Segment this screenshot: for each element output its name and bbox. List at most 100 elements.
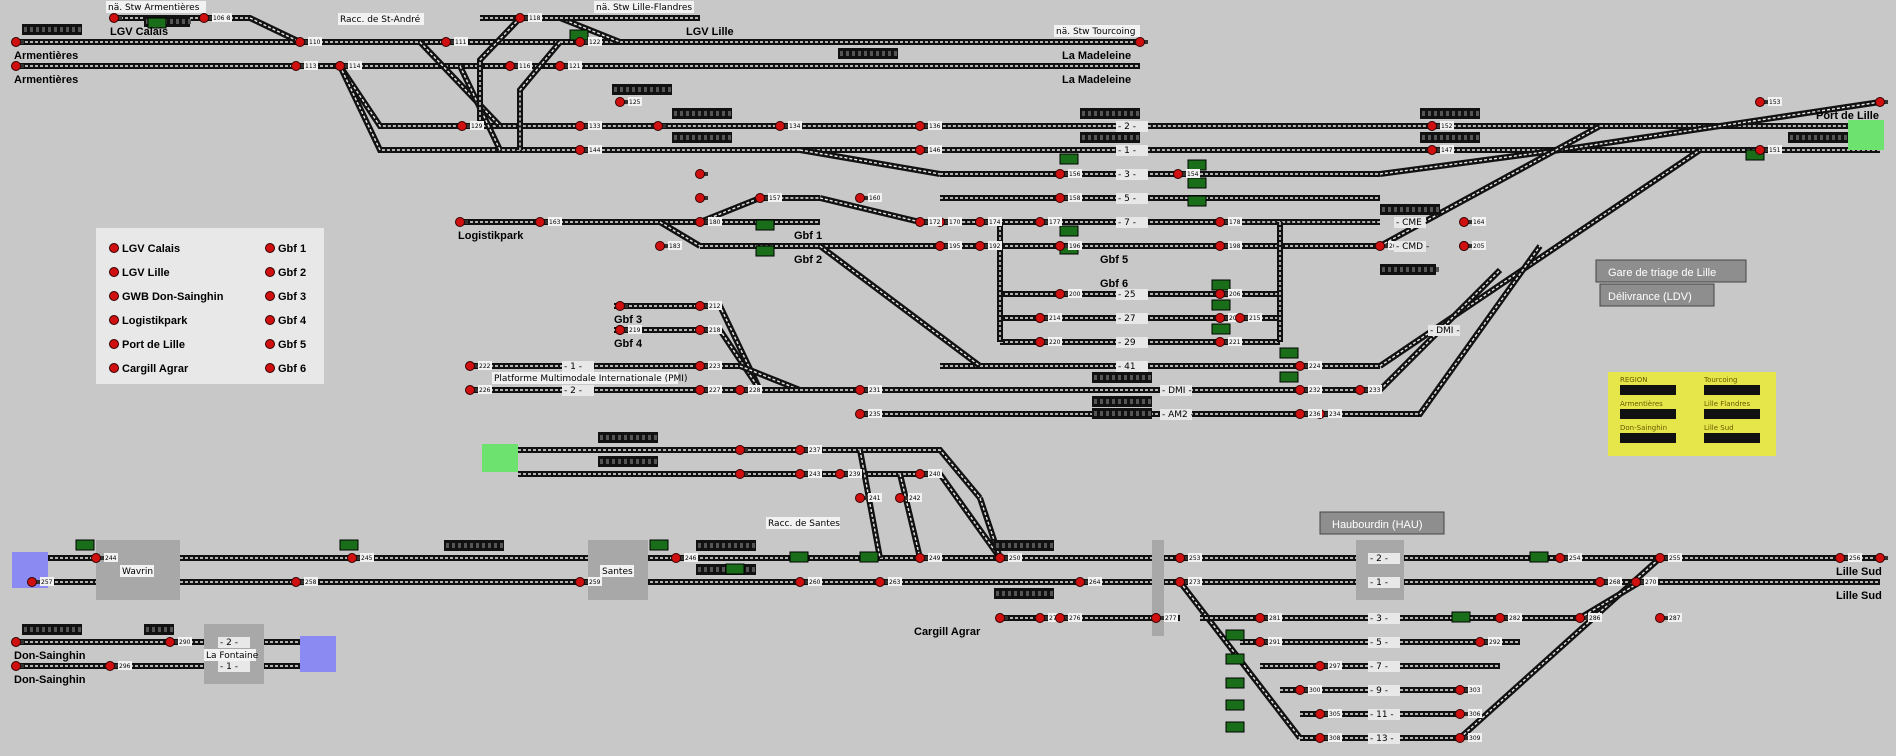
signal[interactable]: 290 [165, 637, 193, 647]
signal[interactable]: 222 [465, 361, 493, 371]
signal[interactable] [695, 193, 709, 203]
signal[interactable]: 200 [1055, 289, 1083, 299]
signal[interactable]: 306 [1455, 709, 1483, 719]
signal[interactable]: 192 [975, 241, 1003, 251]
block-indicator[interactable] [1080, 108, 1140, 119]
signal[interactable]: 122 [575, 37, 603, 47]
shunt-signal-icon[interactable] [1225, 653, 1245, 665]
shunt-signal-icon[interactable] [755, 245, 775, 257]
block-indicator[interactable] [1092, 396, 1152, 407]
gare-triage-panel[interactable]: Gare de triage de Lille [1595, 259, 1747, 283]
delivrance-box[interactable] [1599, 283, 1715, 307]
haubourdin-box[interactable] [1319, 511, 1445, 535]
signal[interactable]: 133 [575, 121, 603, 131]
signal[interactable]: 183 [655, 241, 683, 251]
signal[interactable]: 241 [855, 493, 883, 503]
signal[interactable]: 270 [1631, 577, 1659, 587]
signal[interactable]: 180 [695, 217, 723, 227]
block-indicator[interactable] [1092, 372, 1152, 383]
signal[interactable]: 300 [1295, 685, 1323, 695]
signal[interactable]: 116 [505, 61, 533, 71]
signal[interactable]: 224 [1295, 361, 1323, 371]
entry-box-la-fontaine[interactable] [300, 636, 336, 672]
shunt-signal-icon[interactable] [1225, 721, 1245, 733]
signal[interactable] [735, 445, 749, 455]
signal[interactable]: 303 [1455, 685, 1483, 695]
block-indicator[interactable] [1420, 108, 1480, 119]
signal[interactable]: 154 [1173, 169, 1201, 179]
signal[interactable]: 250 [995, 553, 1023, 563]
signal[interactable]: 244 [91, 553, 119, 563]
block-indicator[interactable] [612, 84, 672, 95]
signal[interactable]: 209 [1215, 313, 1243, 323]
shunt-signal-icon[interactable] [859, 551, 879, 563]
signal[interactable]: 110 [295, 37, 323, 47]
signal[interactable]: 275 [1035, 613, 1063, 623]
signal[interactable]: 111 [441, 37, 469, 47]
signal[interactable]: 277 [1151, 613, 1179, 623]
signal[interactable]: 106 [199, 13, 227, 23]
signal[interactable]: 113 [291, 61, 319, 71]
signal[interactable]: 249 [915, 553, 943, 563]
signal[interactable]: 242 [895, 493, 923, 503]
signal[interactable]: 297 [1315, 661, 1343, 671]
shunt-signal-icon[interactable] [1279, 347, 1299, 359]
block-indicator[interactable] [838, 48, 898, 59]
block-indicator[interactable] [994, 588, 1054, 599]
shunt-signal-icon[interactable] [755, 219, 775, 231]
signal[interactable]: 228 [735, 385, 763, 395]
signal[interactable]: 255 [1655, 553, 1683, 563]
signal[interactable]: 158 [1055, 193, 1083, 203]
shunt-signal-icon[interactable] [1059, 225, 1079, 237]
signal[interactable]: 125 [615, 97, 643, 107]
signal[interactable]: 243 [795, 469, 823, 479]
region-block-indicator[interactable] [1620, 385, 1676, 395]
track-logistikpark[interactable] [460, 195, 820, 225]
signal[interactable]: 240 [915, 469, 943, 479]
signal[interactable] [455, 217, 469, 227]
signal[interactable]: 239 [835, 469, 863, 479]
signal[interactable]: 218 [695, 325, 723, 335]
signal[interactable]: 231 [855, 385, 883, 395]
signal[interactable]: 263 [875, 577, 903, 587]
region-block-indicator[interactable] [1704, 433, 1760, 443]
track-link-d[interactable] [517, 40, 563, 150]
region-block-indicator[interactable] [1620, 409, 1676, 419]
signal[interactable]: 157 [755, 193, 783, 203]
shunt-signal-icon[interactable] [1211, 279, 1231, 291]
block-indicator[interactable] [696, 540, 756, 551]
signal[interactable] [1135, 37, 1149, 47]
signal[interactable]: 206 [1215, 289, 1243, 299]
block-indicator[interactable] [1420, 132, 1480, 143]
signal[interactable]: 220 [1035, 337, 1063, 347]
signal[interactable]: 236 [1295, 409, 1323, 419]
signal[interactable]: 227 [695, 385, 723, 395]
signal[interactable]: 144 [575, 145, 603, 155]
signal[interactable] [615, 301, 629, 311]
signal[interactable]: 153 [1755, 97, 1783, 107]
shunt-signal-icon[interactable] [1059, 153, 1079, 165]
shunt-signal-icon[interactable] [339, 539, 359, 551]
gare-triage-box[interactable] [1595, 259, 1747, 283]
block-indicator[interactable] [994, 540, 1054, 551]
signal[interactable] [615, 325, 629, 335]
signal[interactable]: 147 [1427, 145, 1455, 155]
signal[interactable]: 246 [671, 553, 699, 563]
signal[interactable] [1875, 553, 1889, 563]
signal[interactable]: 258 [291, 577, 319, 587]
signal[interactable]: 256 [1835, 553, 1863, 563]
signal[interactable]: 257 [27, 577, 55, 587]
signal[interactable]: 205 [1459, 241, 1487, 251]
signal[interactable]: 254 [1555, 553, 1583, 563]
signal[interactable]: 260 [795, 577, 823, 587]
signal[interactable]: 221 [1215, 337, 1243, 347]
signal[interactable] [995, 613, 1009, 623]
signal[interactable]: 212 [695, 301, 723, 311]
shunt-signal-icon[interactable] [1225, 677, 1245, 689]
signal[interactable]: 268 [1595, 577, 1623, 587]
signal[interactable] [695, 169, 709, 179]
block-indicator[interactable] [1380, 204, 1440, 215]
signal[interactable]: 215 [1235, 313, 1263, 323]
signal[interactable] [11, 661, 25, 671]
signal[interactable]: 226 [465, 385, 493, 395]
